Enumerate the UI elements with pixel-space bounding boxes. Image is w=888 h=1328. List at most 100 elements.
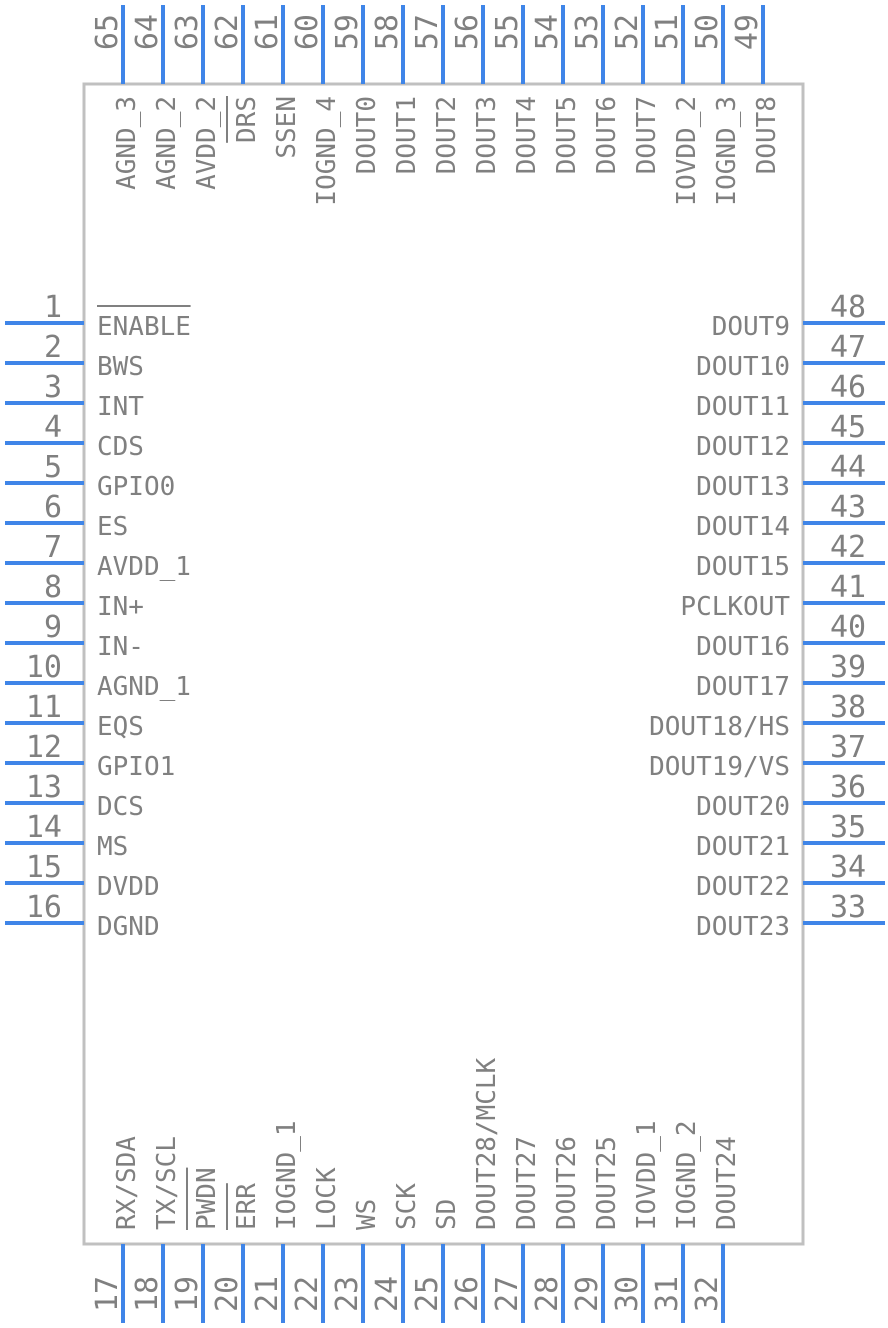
pin-number-20: 20 [210, 1276, 245, 1312]
pin-label-12: GPIO1 [97, 752, 175, 782]
pin-label-10: AGND_1 [97, 672, 191, 702]
pin-number-42: 42 [830, 530, 866, 565]
pin-label-43: DOUT14 [696, 512, 790, 542]
pin-number-40: 40 [830, 610, 866, 645]
pin-label-25: SD [432, 1199, 462, 1230]
pin-label-28: DOUT26 [552, 1136, 582, 1230]
pin-number-46: 46 [830, 370, 866, 405]
pin-label-42: DOUT15 [696, 552, 790, 582]
pin-number-33: 33 [830, 890, 866, 925]
pin-number-50: 50 [690, 14, 725, 50]
pin-label-63: AVDD_2 [192, 96, 222, 190]
pin-number-15: 15 [26, 850, 62, 885]
pin-number-49: 49 [730, 14, 765, 50]
pin-label-64: AGND_2 [152, 96, 182, 190]
pin-label-44: DOUT13 [696, 472, 790, 502]
pin-label-22: LOCK [312, 1167, 342, 1230]
pin-label-41: PCLKOUT [680, 592, 790, 622]
pin-label-24: SCK [392, 1183, 422, 1230]
pin-label-39: DOUT17 [696, 672, 790, 702]
pin-number-24: 24 [370, 1276, 405, 1312]
pin-label-34: DOUT22 [696, 872, 790, 902]
pin-label-6: ES [97, 512, 128, 542]
pin-label-36: DOUT20 [696, 792, 790, 822]
pin-number-23: 23 [330, 1276, 365, 1312]
pin-label-38: DOUT18/HS [649, 712, 790, 742]
pin-number-44: 44 [830, 450, 866, 485]
pin-label-31: IOGND_2 [672, 1120, 702, 1230]
pin-number-8: 8 [44, 570, 62, 605]
pin-number-22: 22 [290, 1276, 325, 1312]
pin-label-21: IOGND_1 [272, 1120, 302, 1230]
pin-label-40: DOUT16 [696, 632, 790, 662]
pin-label-50: IOGND_3 [712, 96, 742, 206]
pin-label-19: PWDN [192, 1167, 222, 1230]
pin-label-4: CDS [97, 432, 144, 462]
pin-number-61: 61 [250, 14, 285, 50]
pin-label-48: DOUT9 [712, 312, 790, 342]
pin-number-62: 62 [210, 14, 245, 50]
pin-number-60: 60 [290, 14, 325, 50]
pin-number-39: 39 [830, 650, 866, 685]
pin-label-23: WS [352, 1199, 382, 1230]
pin-number-3: 3 [44, 370, 62, 405]
pin-number-43: 43 [830, 490, 866, 525]
pin-number-26: 26 [450, 1276, 485, 1312]
pin-label-27: DOUT27 [512, 1136, 542, 1230]
pin-number-65: 65 [90, 14, 125, 50]
pin-number-4: 4 [44, 410, 62, 445]
pin-label-61: SSEN [272, 96, 302, 159]
pin-label-45: DOUT12 [696, 432, 790, 462]
pin-number-53: 53 [570, 14, 605, 50]
pin-label-53: DOUT6 [592, 96, 622, 174]
pin-label-20: ERR [232, 1183, 262, 1230]
pin-number-6: 6 [44, 490, 62, 525]
pin-number-57: 57 [410, 14, 445, 50]
pin-label-62: DRS [232, 96, 262, 143]
pin-number-21: 21 [250, 1276, 285, 1312]
pin-number-17: 17 [90, 1276, 125, 1312]
pin-number-18: 18 [130, 1276, 165, 1312]
pin-number-36: 36 [830, 770, 866, 805]
pin-label-59: DOUT0 [352, 96, 382, 174]
pin-number-52: 52 [610, 14, 645, 50]
pin-label-49: DOUT8 [752, 96, 782, 174]
pin-number-30: 30 [610, 1276, 645, 1312]
pin-label-8: IN+ [97, 592, 144, 622]
pin-number-32: 32 [690, 1276, 725, 1312]
pin-label-5: GPIO0 [97, 472, 175, 502]
pin-number-35: 35 [830, 810, 866, 845]
component-body [82, 82, 805, 1246]
pin-number-51: 51 [650, 14, 685, 50]
pin-number-47: 47 [830, 330, 866, 365]
pin-label-51: IOVDD_2 [672, 96, 702, 206]
pin-label-18: TX/SCL [152, 1136, 182, 1230]
pin-number-38: 38 [830, 690, 866, 725]
pin-number-48: 48 [830, 290, 866, 325]
pin-label-16: DGND [97, 912, 160, 942]
pin-label-15: DVDD [97, 872, 160, 902]
pin-label-65: AGND_3 [112, 96, 142, 190]
pin-number-29: 29 [570, 1276, 605, 1312]
pin-number-19: 19 [170, 1276, 205, 1312]
pin-number-10: 10 [26, 650, 62, 685]
pin-label-1: ENABLE [97, 312, 191, 342]
pin-label-35: DOUT21 [696, 832, 790, 862]
pin-label-58: DOUT1 [392, 96, 422, 174]
pin-label-57: DOUT2 [432, 96, 462, 174]
pin-label-14: MS [97, 832, 128, 862]
pin-number-12: 12 [26, 730, 62, 765]
pin-number-63: 63 [170, 14, 205, 50]
pin-label-46: DOUT11 [696, 392, 790, 422]
pin-number-55: 55 [490, 14, 525, 50]
pin-number-59: 59 [330, 14, 365, 50]
pin-label-47: DOUT10 [696, 352, 790, 382]
pin-number-28: 28 [530, 1276, 565, 1312]
pin-number-13: 13 [26, 770, 62, 805]
pin-label-54: DOUT5 [552, 96, 582, 174]
pin-number-11: 11 [26, 690, 62, 725]
pin-number-45: 45 [830, 410, 866, 445]
pin-number-58: 58 [370, 14, 405, 50]
pin-label-32: DOUT24 [712, 1136, 742, 1230]
